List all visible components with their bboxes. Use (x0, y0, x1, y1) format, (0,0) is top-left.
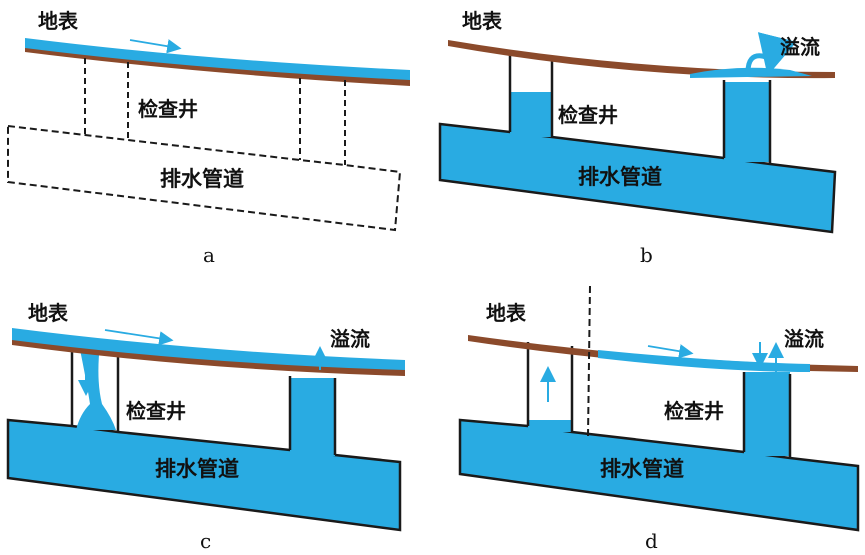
manhole-water-d1 (528, 420, 572, 432)
manhole-water-c2 (290, 378, 335, 456)
flow-arrow-a (129, 39, 182, 54)
overflow-arrow-b (745, 32, 797, 76)
manhole-label-c: 检查井 (126, 399, 186, 423)
manhole-label-b: 检查井 (558, 103, 618, 127)
flow-arrow-d (647, 344, 694, 359)
pipe-label-a: 排水管道 (160, 167, 244, 191)
drain-pipe-a (7, 124, 402, 232)
surface-water-d (598, 350, 810, 372)
pipe-label-c: 排水管道 (155, 457, 239, 481)
caption-c: c (200, 529, 211, 553)
divider-line-d (587, 285, 591, 437)
manhole-label-a: 检查井 (138, 97, 198, 121)
surface-water-a (25, 38, 410, 80)
flow-arrow-c (104, 329, 174, 346)
pipe-label-d: 排水管道 (600, 457, 684, 481)
surface-label-c: 地表 (28, 301, 69, 325)
surface-label-b: 地表 (462, 9, 503, 33)
overflow-label-b: 溢流 (780, 35, 820, 59)
pipe-label-b: 排水管道 (578, 165, 662, 189)
surface-label-d: 地表 (486, 301, 527, 325)
manhole-water-b1 (510, 92, 552, 137)
manhole-water-b2 (724, 82, 770, 162)
surface-water-c (12, 328, 405, 370)
panel-b: 地表 溢流 检查井 排水管道 b (438, 9, 837, 267)
overflow-label-c: 溢流 (330, 327, 370, 351)
caption-b: b (640, 243, 653, 267)
panel-a: 地表 检查井 排水管道 a (7, 9, 410, 267)
caption-d: d (645, 529, 658, 553)
panel-d: 地表 溢流 检查井 排水管道 d (458, 285, 860, 553)
manhole-water-d2 (744, 372, 790, 456)
ground-surface-c (12, 338, 405, 376)
caption-a: a (203, 243, 215, 267)
manhole-label-d: 检查井 (664, 399, 724, 423)
overflow-label-d: 溢流 (784, 327, 824, 351)
surface-label-a: 地表 (38, 9, 79, 33)
panel-c: 地表 溢流 检查井 排水管道 c (6, 301, 405, 553)
